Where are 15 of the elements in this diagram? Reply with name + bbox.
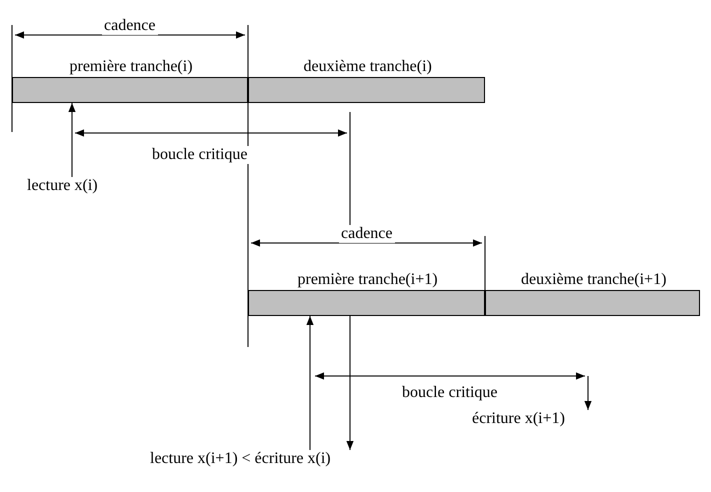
- slice-label: première tranche(i+1): [296, 271, 440, 289]
- dimension-label: cadence: [102, 17, 158, 35]
- slice-label: deuxième tranche(i+1): [519, 271, 668, 289]
- arrow: [346, 316, 354, 450]
- dimension-label: boucle critique: [150, 146, 250, 164]
- arrow: [68, 102, 76, 178]
- dimension-label: cadence: [339, 225, 395, 243]
- slice-label: deuxième tranche(i): [302, 58, 434, 76]
- annotation-text: lecture x(i): [25, 177, 100, 195]
- arrow: [306, 316, 314, 450]
- annotation-text: écriture x(i+1): [470, 410, 567, 428]
- arrow: [584, 376, 592, 410]
- dimension-label: boucle critique: [400, 384, 500, 402]
- annotation-text: lecture x(i+1) < écriture x(i): [148, 450, 333, 468]
- slice-label: première tranche(i): [68, 58, 195, 76]
